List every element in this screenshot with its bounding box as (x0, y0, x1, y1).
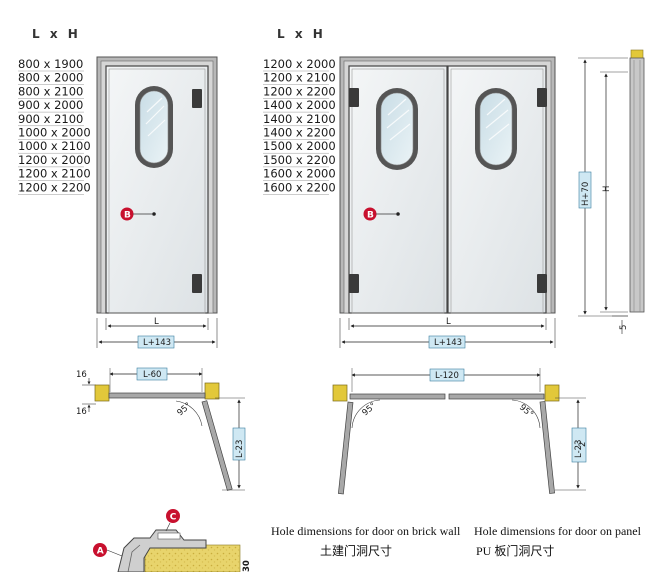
svg-text:H+70: H+70 (581, 182, 591, 206)
plan-double-leaf-right-open (539, 401, 555, 494)
svg-text:L-23: L-23 (574, 440, 584, 458)
plan-double: L-120 95° 95° L-23 2 (332, 368, 588, 495)
double-size-item: 1500 x 2000 (263, 139, 336, 153)
svg-text:30: 30 (242, 560, 252, 572)
plan-double-jamb-right (544, 384, 560, 402)
double-size-item: 1500 x 2200 (263, 153, 336, 167)
plan-double-leaf-right (448, 393, 545, 400)
single-size-item: 800 x 2000 (18, 71, 83, 85)
single-hinge-top (192, 89, 202, 108)
plan-single-jamb-right (204, 382, 220, 400)
plan-single-leaf-open (201, 400, 233, 491)
insulation-panel (144, 544, 241, 572)
svg-text:16: 16 (76, 370, 87, 380)
svg-text:L+143: L+143 (434, 338, 462, 348)
single-window-glass (139, 90, 169, 164)
detail-callout-c (166, 509, 180, 523)
double-door-elevation: B L L+143 (339, 56, 556, 349)
double-size-header: L x H (277, 27, 326, 41)
single-callout-b (120, 207, 134, 221)
double-size-item: 1400 x 2100 (263, 112, 336, 126)
single-size-item: 800 x 2100 (18, 84, 83, 98)
svg-text:L-120: L-120 (435, 371, 459, 381)
caption-panel-en: Hole dimensions for door on panel (474, 524, 642, 538)
double-size-item: 1400 x 2000 (263, 98, 336, 112)
plan-single-jamb-left (94, 384, 110, 402)
caption-panel-zh: PU 板门洞尺寸 (476, 543, 554, 558)
caption-brick-zh: 土建门洞尺寸 (320, 543, 392, 558)
side-frame (629, 57, 645, 313)
svg-text:16: 16 (76, 407, 87, 417)
side-view: H+70 H 5 (578, 49, 645, 334)
plan-double-jamb-left (332, 384, 348, 402)
plan-double-leaf-left (349, 393, 446, 400)
double-size-item: 1200 x 2000 (263, 57, 336, 71)
double-callout-b (363, 207, 377, 221)
single-size-item: 1200 x 2000 (18, 153, 91, 167)
svg-text:2: 2 (578, 442, 588, 447)
svg-text:A: A (97, 547, 104, 557)
single-size-item: 1200 x 2100 (18, 167, 91, 181)
svg-text:L+143: L+143 (143, 338, 171, 348)
caption-brick-en: Hole dimensions for door on brick wall (271, 524, 461, 538)
double-hinge-left-top (349, 88, 359, 107)
single-size-header: L x H (32, 27, 81, 41)
svg-text:L-60: L-60 (143, 370, 161, 380)
double-size-item: 1600 x 2000 (263, 167, 336, 181)
svg-text:B: B (124, 211, 131, 221)
svg-text:L: L (154, 317, 159, 327)
double-size-item: 1200 x 2200 (263, 84, 336, 98)
captions: Hole dimensions for door on brick wall 土… (271, 524, 642, 558)
single-size-item: 1000 x 2000 (18, 126, 91, 140)
double-size-item: 1400 x 2200 (263, 126, 336, 140)
double-size-item: 1200 x 2100 (263, 71, 336, 85)
single-size-item: 1200 x 2200 (18, 180, 91, 194)
detail-callout-a (93, 543, 107, 557)
single-size-item: 900 x 2000 (18, 98, 83, 112)
single-hinge-bottom (192, 274, 202, 293)
double-hinge-right-top (537, 88, 547, 107)
svg-text:5: 5 (619, 325, 629, 330)
double-hinge-left-bottom (349, 274, 359, 293)
single-door-elevation: B L L+143 (96, 56, 218, 349)
plan-double-leaf-left-open (337, 401, 354, 495)
single-size-item: 900 x 2100 (18, 112, 83, 126)
svg-text:95°: 95° (176, 401, 194, 418)
svg-text:C: C (170, 513, 177, 523)
svg-text:L: L (446, 317, 451, 327)
double-size-item: 1600 x 2200 (263, 180, 336, 194)
plan-single-leaf-closed (108, 392, 206, 399)
profile-section (117, 529, 207, 572)
svg-text:H: H (602, 186, 612, 192)
svg-text:95°: 95° (361, 401, 379, 418)
svg-text:L-23: L-23 (235, 440, 245, 458)
double-hinge-right-bottom (537, 274, 547, 293)
svg-text:95°: 95° (517, 403, 535, 420)
profile-detail: A C 30 (93, 509, 252, 572)
single-size-item: 1000 x 2100 (18, 139, 91, 153)
plan-single: 16 16 L-60 95° L-23 (76, 367, 246, 491)
svg-text:B: B (367, 211, 374, 221)
single-size-item: 800 x 1900 (18, 57, 83, 71)
